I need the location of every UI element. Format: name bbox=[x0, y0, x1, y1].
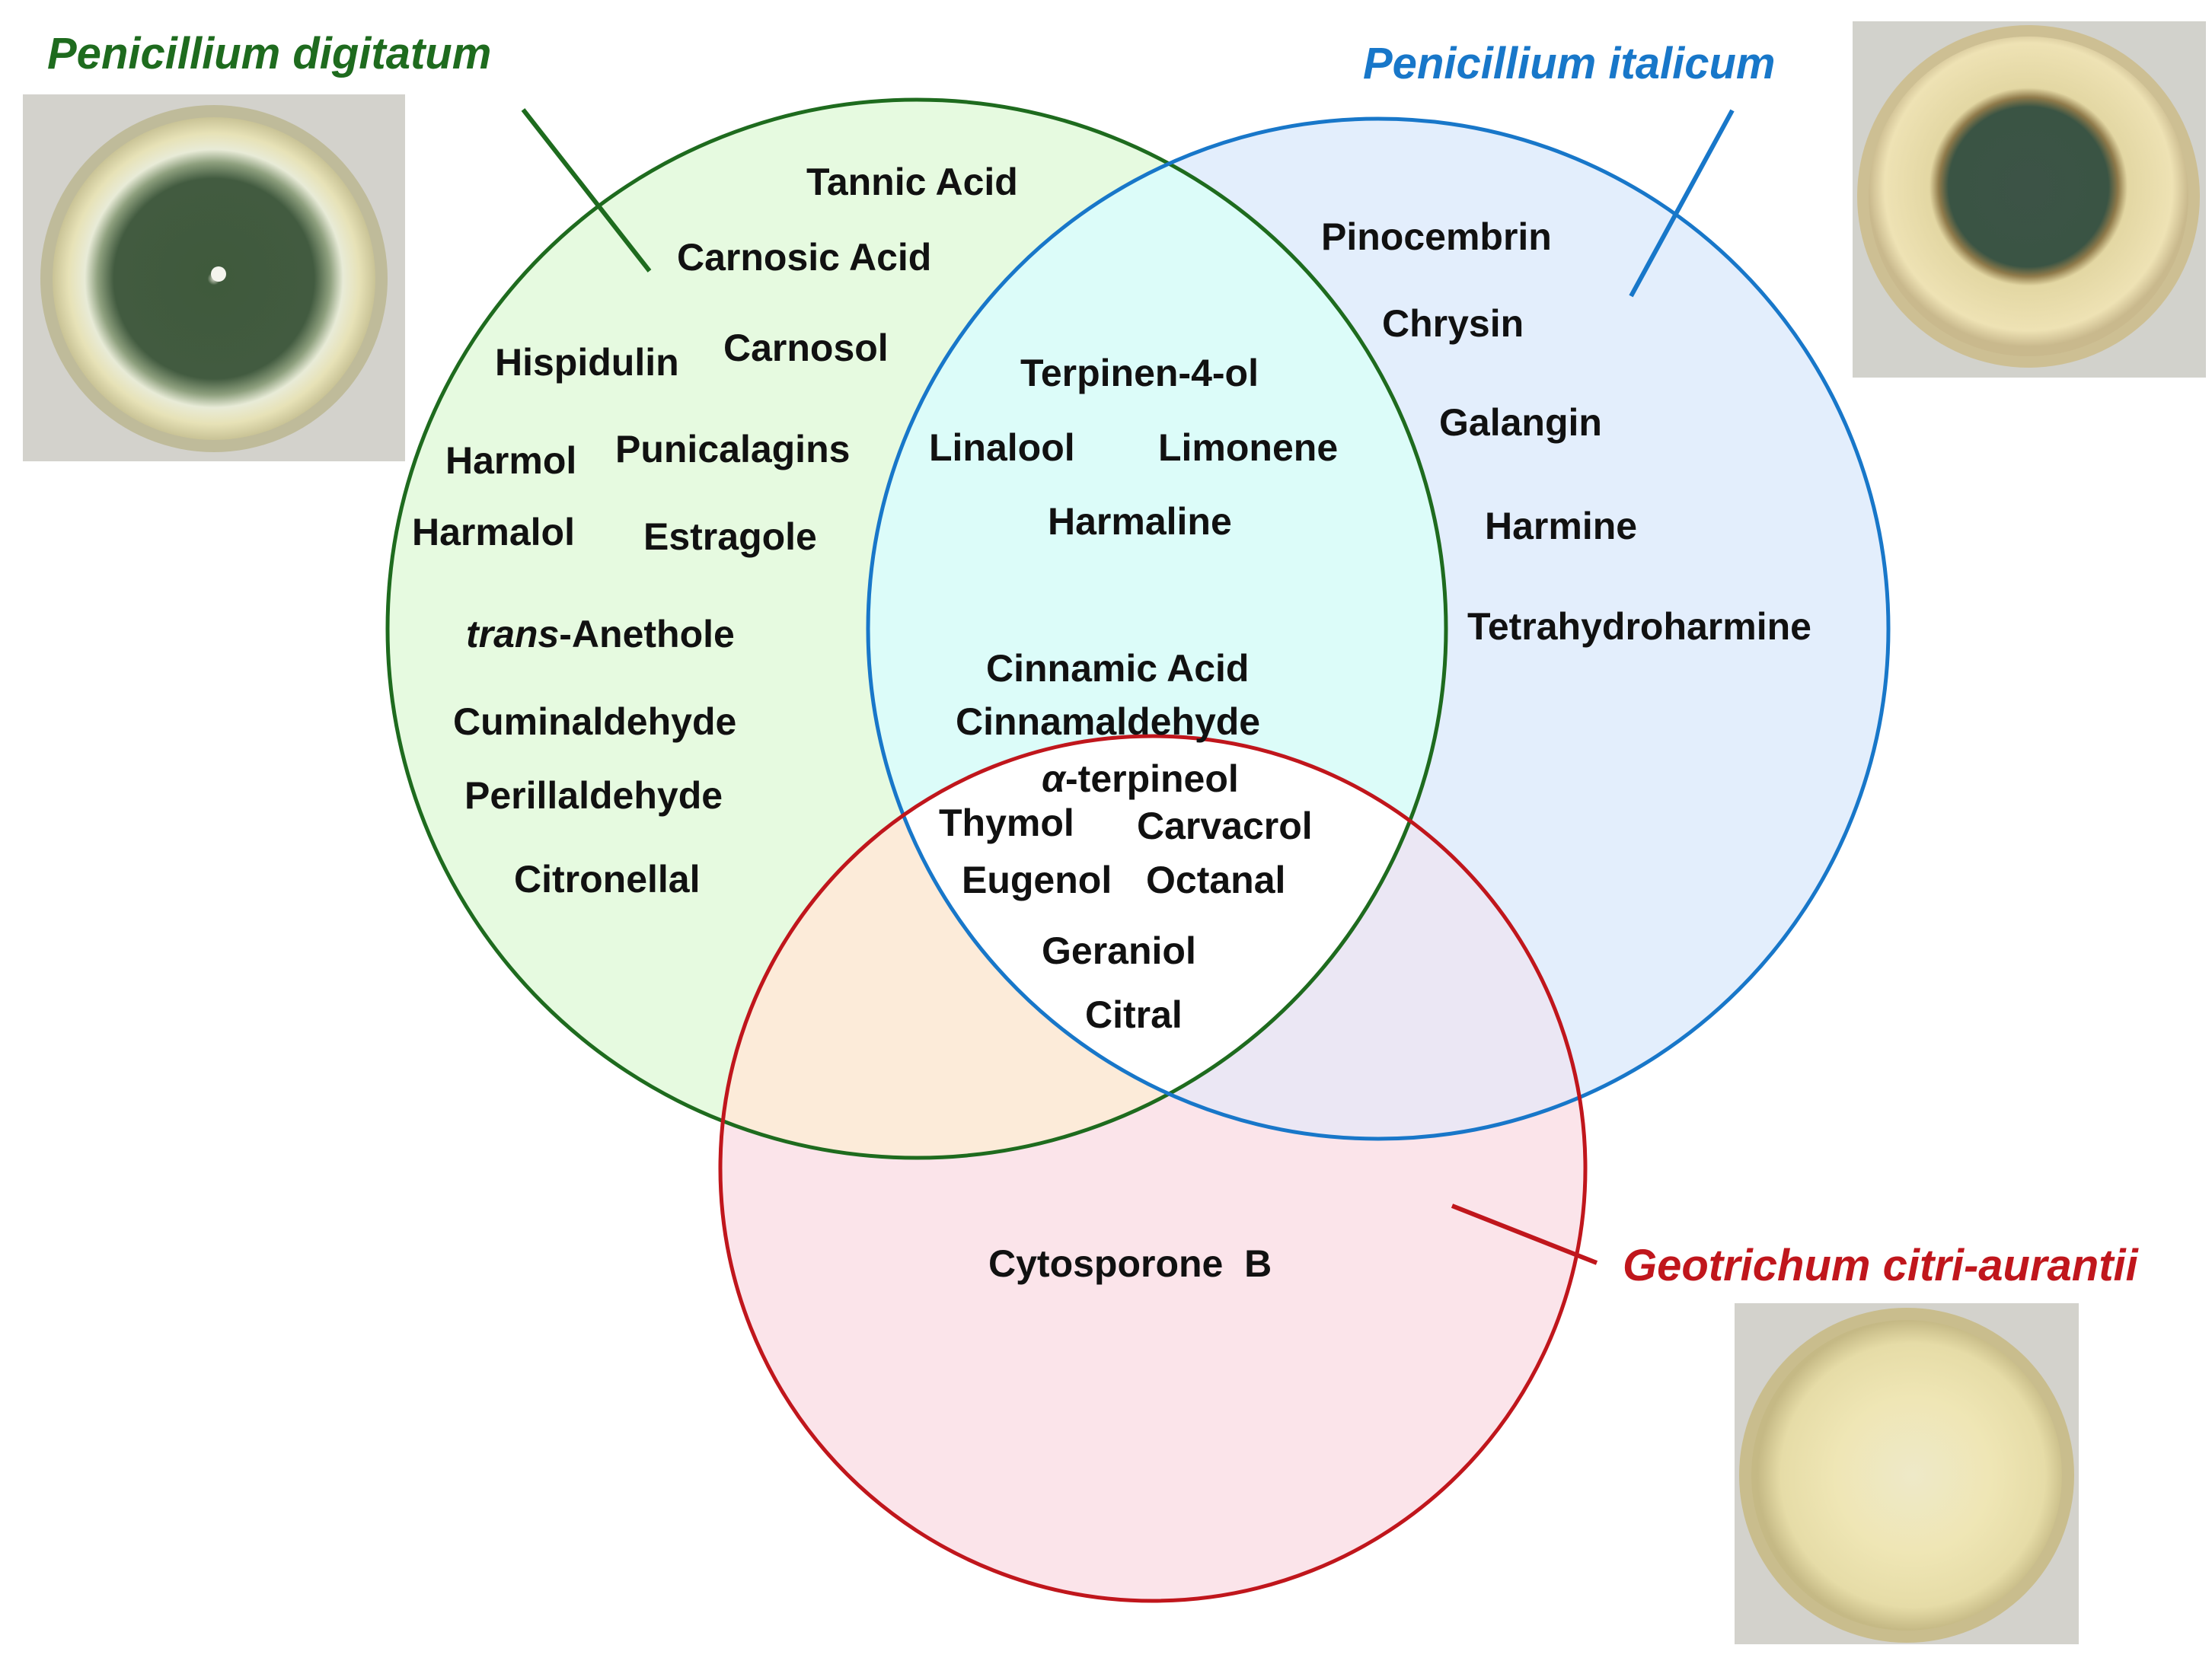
compound-label: Eugenol bbox=[962, 859, 1112, 901]
compound-label: Cinnamaldehyde bbox=[956, 700, 1260, 743]
compound-label-alpha-terpineol: α-terpineol bbox=[1042, 757, 1239, 800]
compound-label: Octanal bbox=[1146, 859, 1285, 901]
compound-label: Chrysin bbox=[1382, 302, 1524, 345]
compounds-italicum-only: Pinocembrin Chrysin Galangin Harmine Tet… bbox=[1321, 215, 1811, 648]
species-label-digitatum: Penicillium digitatum bbox=[47, 29, 491, 78]
compound-label: Tetrahydroharmine bbox=[1467, 605, 1811, 648]
venn-fills bbox=[388, 100, 1888, 1601]
compound-label: Harmol bbox=[445, 439, 576, 482]
petri-dish-photo-digitatum bbox=[23, 94, 405, 461]
circle-italicum bbox=[866, 116, 1891, 1141]
compound-label: Limonene bbox=[1158, 426, 1338, 469]
compound-label: Carvacrol bbox=[1137, 805, 1313, 847]
compound-label: Galangin bbox=[1439, 401, 1602, 444]
leader-line-digitatum bbox=[521, 108, 652, 273]
compound-label: Cuminaldehyde bbox=[453, 700, 736, 743]
compound-label: Linalool bbox=[929, 426, 1075, 469]
compounds-geotrichum-only: Cytosporone B bbox=[988, 1242, 1272, 1285]
leader-line-italicum bbox=[1629, 109, 1735, 298]
circle-geotrichum bbox=[718, 734, 1588, 1603]
compound-label: Hispidulin bbox=[495, 341, 679, 384]
compound-label: Harmalol bbox=[412, 511, 575, 553]
petri-dish-photo-italicum bbox=[1853, 21, 2206, 378]
species-label-geotrichum: Geotrichum citri-aurantii bbox=[1623, 1241, 2140, 1290]
compound-label: Estragole bbox=[643, 515, 817, 558]
compound-label: Harmine bbox=[1485, 505, 1637, 547]
compound-label: Cytosporone B bbox=[988, 1242, 1272, 1285]
compound-label-trans-anethole: trans-Anethole bbox=[466, 613, 735, 655]
compound-label: Geraniol bbox=[1042, 929, 1196, 972]
compound-label: Perillaldehyde bbox=[464, 774, 723, 817]
compound-label: Terpinen-4-ol bbox=[1020, 352, 1259, 394]
compounds-all-three: Cinnamic Acid Cinnamaldehyde α-terpineol… bbox=[939, 647, 1313, 1036]
petri-dish-photo-geotrichum bbox=[1735, 1303, 2079, 1644]
compound-label: Citronellal bbox=[514, 858, 700, 901]
compounds-digitatum-only: Tannic Acid Carnosic Acid Hispidulin Car… bbox=[412, 161, 1018, 901]
compound-label: Cinnamic Acid bbox=[986, 647, 1249, 690]
compound-label: Thymol bbox=[939, 802, 1074, 844]
compound-label: Pinocembrin bbox=[1321, 215, 1552, 258]
compound-label: Citral bbox=[1085, 993, 1183, 1036]
compound-label: Harmaline bbox=[1048, 500, 1232, 543]
compound-label: Carnosol bbox=[723, 327, 889, 369]
compounds-digitatum-italicum: Terpinen-4-ol Linalool Limonene Harmalin… bbox=[929, 352, 1338, 543]
compound-label: Punicalagins bbox=[615, 428, 850, 470]
circle-digitatum bbox=[385, 97, 1448, 1160]
species-label-italicum: Penicillium italicum bbox=[1363, 39, 1775, 88]
leader-line-geotrichum bbox=[1451, 1204, 1598, 1265]
compound-label: Carnosic Acid bbox=[677, 236, 931, 279]
compound-label: Tannic Acid bbox=[806, 161, 1018, 203]
